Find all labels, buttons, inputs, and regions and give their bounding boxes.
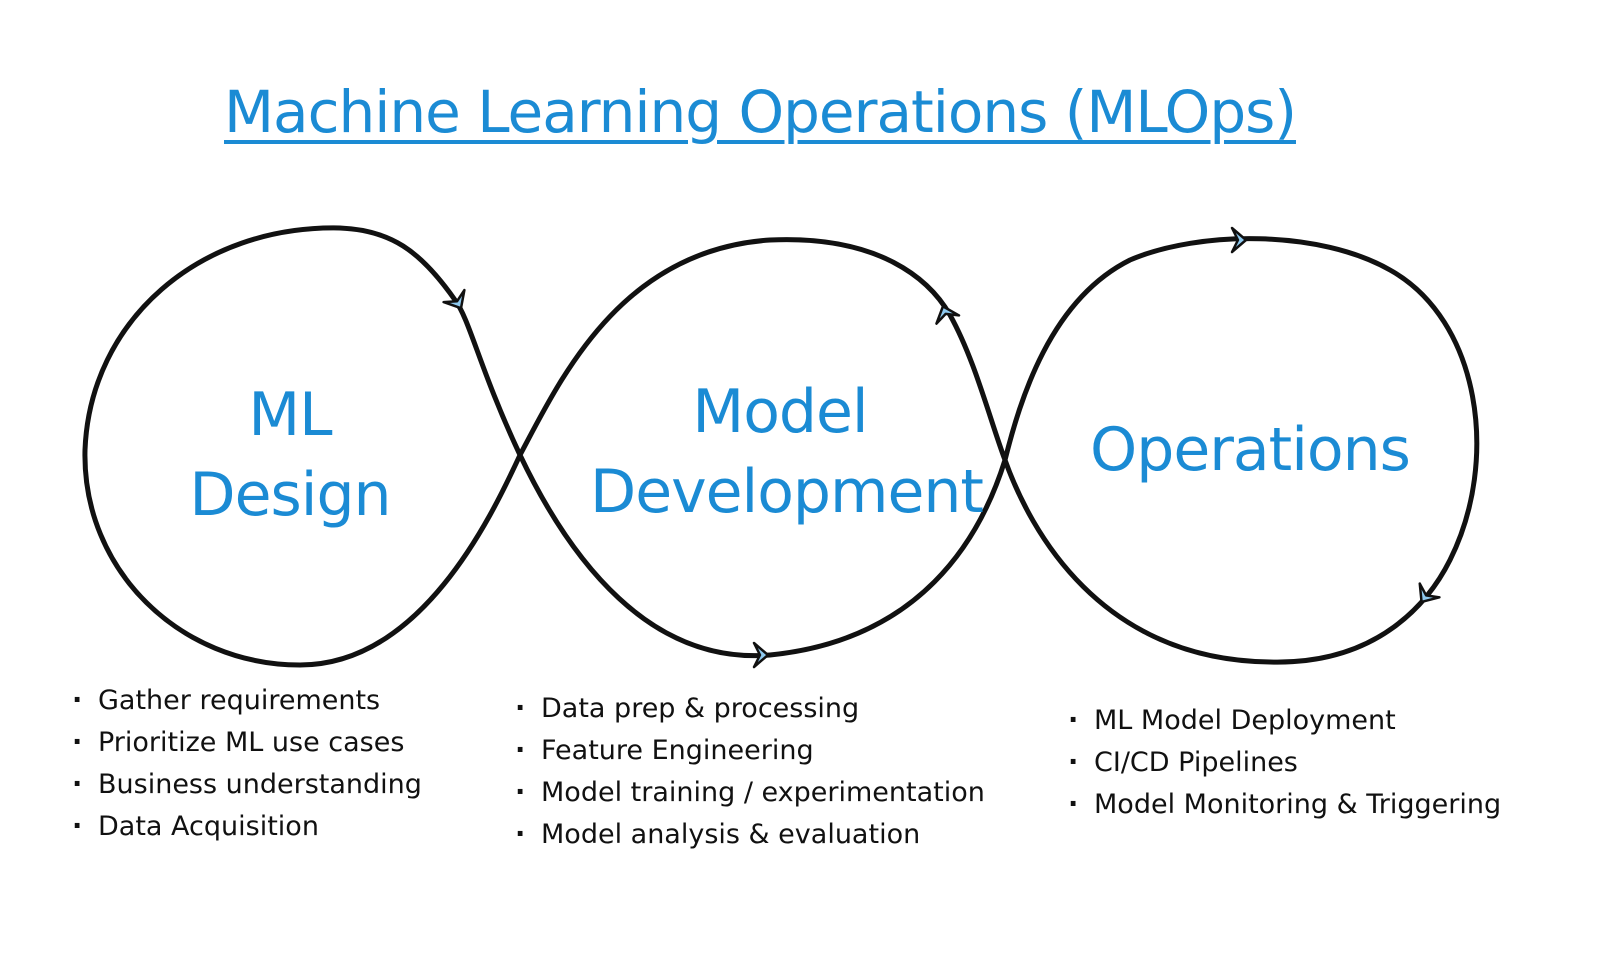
list-item: Business understanding: [72, 764, 422, 806]
list-item: Data Acquisition: [72, 806, 422, 848]
list-item: Prioritize ML use cases: [72, 722, 422, 764]
phase-label-line: Development: [590, 457, 984, 527]
phase-label-line: ML: [248, 380, 332, 450]
list-item: CI/CD Pipelines: [1068, 742, 1501, 784]
list-item: ML Model Deployment: [1068, 700, 1501, 742]
loop-path: [82, 225, 1480, 668]
phase-label-ml-design: ML Design: [180, 375, 400, 535]
ml-design-tasks: Gather requirements Prioritize ML use ca…: [72, 680, 422, 848]
list-item: Feature Engineering: [515, 730, 985, 772]
list-item: Data prep & processing: [515, 688, 985, 730]
model-development-tasks: Data prep & processing Feature Engineeri…: [515, 688, 985, 856]
list-item: Model Monitoring & Triggering: [1068, 784, 1501, 826]
phase-label-line: Model: [692, 377, 868, 447]
phase-label-model-development: Model Development: [590, 372, 984, 532]
diagram-title: Machine Learning Operations (MLOps): [224, 78, 1297, 146]
arrow-icon: [1230, 226, 1248, 254]
phase-label-operations: Operations: [1090, 410, 1411, 490]
arrow-icon: [442, 288, 466, 310]
list-item: Gather requirements: [72, 680, 422, 722]
arrow-icon: [935, 305, 961, 325]
operations-tasks: ML Model Deployment CI/CD Pipelines Mode…: [1068, 700, 1501, 826]
list-item: Model training / experimentation: [515, 772, 985, 814]
phase-label-line: Operations: [1090, 415, 1411, 485]
arrow-icon: [1418, 582, 1441, 604]
arrow-icon: [752, 641, 770, 669]
phase-label-line: Design: [189, 460, 391, 530]
list-item: Model analysis & evaluation: [515, 814, 985, 856]
